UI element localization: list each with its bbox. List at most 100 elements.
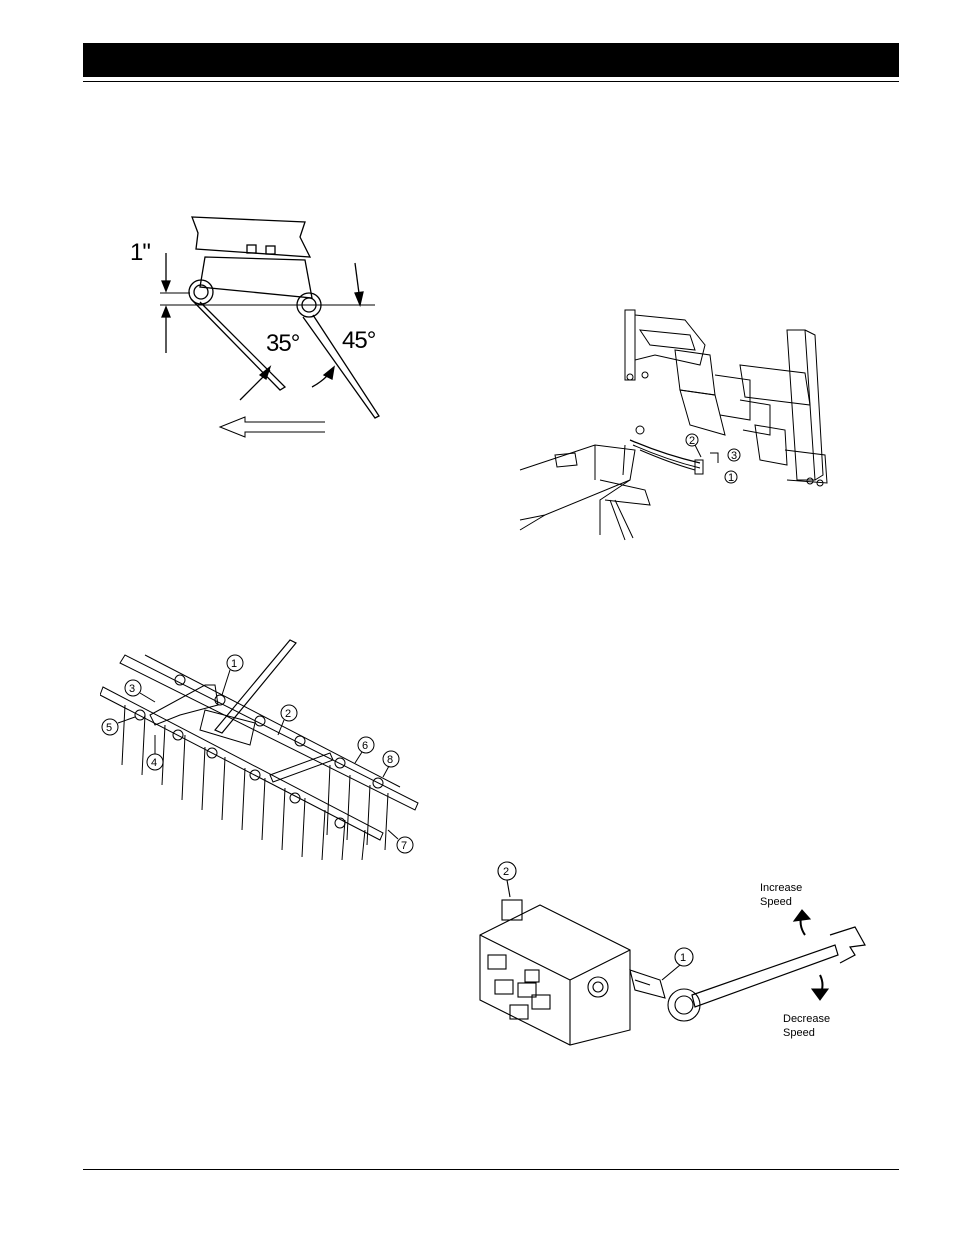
frame-post-side <box>804 329 824 481</box>
valve-adjust-figure: 2 1 Increase Speed Decrease Speed <box>470 855 870 1050</box>
decrease-label: Decrease <box>783 1013 830 1025</box>
increase-label-speed: Speed <box>760 896 792 908</box>
callout-2-number: 2 <box>285 708 291 720</box>
callout-leader <box>387 829 399 840</box>
callout-1-number: 1 <box>231 658 237 670</box>
tine-coil <box>301 297 317 313</box>
tine-35 <box>190 298 287 391</box>
decrease-label-speed: Speed <box>783 1027 815 1039</box>
angle-35-label: 35° <box>266 330 300 357</box>
frame-block <box>754 424 788 466</box>
bolt <box>641 371 649 379</box>
tine-bar-figure: 1 2 3 4 5 6 7 8 <box>100 635 425 865</box>
tine-45 <box>302 314 380 419</box>
u-bolt <box>710 452 719 463</box>
callout-2 <box>280 704 298 722</box>
axle-leg <box>609 499 634 541</box>
tine-bracket-upper <box>191 216 312 258</box>
tine-coil <box>188 279 214 305</box>
frame-foot <box>784 449 828 484</box>
callout-2-number: 2 <box>689 435 695 447</box>
callout-1-number: 1 <box>680 952 686 964</box>
frame-block <box>739 399 771 436</box>
leaf-spring <box>632 444 701 469</box>
trailer-tongue <box>519 479 631 535</box>
wrench-handle <box>691 944 839 1008</box>
wrench-open-end <box>829 926 866 964</box>
tine-coil <box>296 292 322 318</box>
adjust-bolt-2 <box>501 899 523 921</box>
callout-8-number: 8 <box>387 754 393 766</box>
bolt <box>806 477 814 485</box>
callout-2-number: 2 <box>503 866 509 878</box>
callout-leader <box>506 879 511 898</box>
mounting-bracket <box>149 684 219 726</box>
frame-bracket <box>638 329 696 351</box>
callout-5-number: 5 <box>106 722 112 734</box>
axle-bracket <box>599 479 651 506</box>
callout-6 <box>357 736 375 754</box>
footer-rule <box>83 1169 899 1170</box>
tongue-part <box>554 452 578 468</box>
tine-mount-plate <box>199 256 313 299</box>
frame-block <box>674 349 716 396</box>
hitch-assembly-figure: 2 3 1 <box>515 305 845 543</box>
height-dimension-label: 1" <box>130 239 150 266</box>
callout-leader <box>117 716 136 724</box>
decrease-arrow-head <box>810 988 830 1001</box>
callout-3-number: 3 <box>129 683 135 695</box>
callout-8 <box>382 750 400 768</box>
travel-direction-arrow <box>218 416 325 438</box>
callout-3-number: 3 <box>731 450 737 462</box>
tine-coils <box>134 674 384 829</box>
bracket-bolt <box>265 245 276 255</box>
support-arm <box>214 639 297 734</box>
callout-1-number: 1 <box>728 472 734 484</box>
tines <box>121 704 389 861</box>
frame-block <box>714 374 751 421</box>
callout-1 <box>226 654 244 672</box>
callout-leader <box>382 765 390 778</box>
callout-4-number: 4 <box>151 757 157 769</box>
increase-arrow-head <box>792 909 812 922</box>
trailer-tongue <box>519 444 636 521</box>
adjust-bolt-1 <box>629 969 666 999</box>
callout-leader <box>277 719 285 736</box>
callout-2 <box>685 433 699 447</box>
hydraulic-fittings <box>487 954 551 1020</box>
angle-arrow-45 <box>322 365 335 380</box>
callout-leader <box>694 444 702 458</box>
tine-coil <box>193 284 209 300</box>
callout-7 <box>396 836 414 854</box>
callout-5 <box>101 718 119 736</box>
port <box>587 976 609 998</box>
tine-bar <box>119 654 419 811</box>
callout-1 <box>724 470 738 484</box>
callout-3 <box>124 679 142 697</box>
frame-post <box>624 309 636 381</box>
bolt <box>626 373 634 381</box>
trailer-tongue <box>594 444 626 480</box>
angle-arrow-35 <box>258 365 272 381</box>
header-rule <box>83 81 899 82</box>
callout-leader <box>139 692 156 703</box>
dimension-arrow <box>161 280 171 293</box>
dimension-arrow <box>161 305 171 318</box>
valve-block-edges <box>479 934 631 1045</box>
frame-block <box>679 389 726 436</box>
leaf-spring <box>629 439 701 464</box>
valve-block <box>479 904 631 1046</box>
spring-eye <box>635 425 645 435</box>
callout-leader <box>221 669 231 696</box>
tine-bar <box>144 654 401 788</box>
frame-bracket <box>634 314 706 366</box>
wrench-box-end <box>667 988 701 1022</box>
leaf-spring <box>639 449 696 471</box>
callout-3 <box>727 448 741 462</box>
mounting-plate <box>199 709 256 746</box>
callout-7-number: 7 <box>401 840 407 852</box>
callout-6-number: 6 <box>362 740 368 752</box>
brace <box>269 752 334 783</box>
reference-arrow-head <box>354 291 364 308</box>
bracket-bolt <box>246 244 257 254</box>
